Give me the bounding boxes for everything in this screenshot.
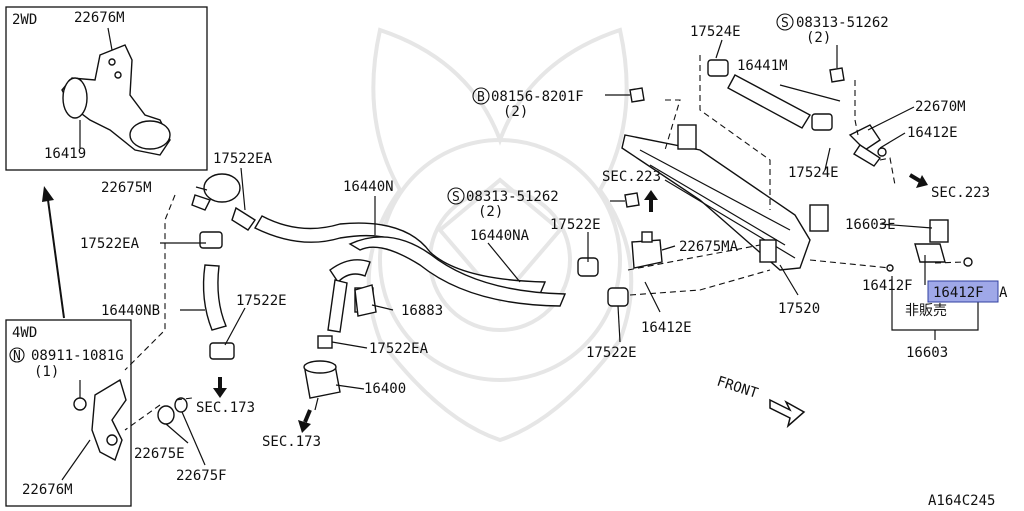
callout-22670m: 22670M: [915, 99, 966, 115]
bolt-type-b-icon: B: [472, 87, 490, 105]
callout-22676m-2wd: 22676M: [74, 10, 125, 26]
callout-08313-top: 08313-51262: [796, 15, 889, 31]
diagram-code: A164C245: [928, 493, 995, 509]
hose-16441m: [707, 59, 833, 131]
callout-17522ea-low: 17522EA: [369, 341, 429, 357]
callout-08313-mid-qty: (2): [478, 204, 503, 220]
callout-16412fa-suffix: A: [999, 285, 1008, 301]
callout-22676m-4wd: 22676M: [22, 482, 73, 498]
callout-16603e: 16603E: [845, 217, 896, 233]
callout-16412e-mid: 16412E: [641, 320, 692, 336]
svg-text:S: S: [452, 190, 460, 205]
highlighted-part-16412fa[interactable]: [927, 280, 999, 303]
inset-4wd-box: 4WD N 08911-1081G (1) 22676M: [5, 319, 132, 507]
callout-16412e-right: 16412E: [907, 125, 958, 141]
callout-16603: 16603: [906, 345, 948, 361]
callout-17524e-mid: 17524E: [788, 165, 839, 181]
direction-arrows: [213, 173, 928, 433]
leader-lines: [124, 39, 979, 466]
front-direction-arrow: FRONT: [715, 374, 806, 429]
fuel-rail-17520: [621, 124, 829, 271]
fuel-hose-16440nb: [199, 231, 235, 360]
bolt-type-s-top-icon: S: [776, 13, 794, 31]
callout-16419: 16419: [44, 146, 86, 162]
callout-17524e-top: 17524E: [690, 24, 741, 40]
callout-08313-top-qty: (2): [806, 30, 831, 46]
callout-sec173-left: SEC.173: [196, 400, 255, 416]
callout-16440na: 16440NA: [470, 228, 530, 244]
callout-17522e-left: 17522E: [236, 293, 287, 309]
callout-16441m: 16441M: [737, 58, 788, 74]
svg-text:B: B: [477, 90, 485, 105]
not-for-sale-label: 非販売: [905, 303, 947, 319]
damper-22675ma: [577, 231, 663, 307]
fittings-22675e-22675f: [157, 397, 188, 425]
callout-sec173-bottom: SEC.173: [262, 434, 321, 450]
callout-sec223-mid: SEC.223: [602, 169, 661, 185]
callout-16440n: 16440N: [343, 179, 394, 195]
callout-22675ma: 22675MA: [679, 239, 739, 255]
damper-22675m: [191, 173, 256, 231]
callout-sec223-right: SEC.223: [931, 185, 990, 201]
callout-22675m: 22675M: [101, 180, 152, 196]
callout-17522e-low: 17522E: [586, 345, 637, 361]
inset-4wd-title: 4WD: [12, 325, 37, 341]
svg-text:N: N: [13, 349, 21, 364]
bolt-type-n-icon: [9, 347, 25, 363]
inset-2wd-box: 2WD 22676M 16419: [5, 6, 208, 171]
callout-16440nb: 16440NB: [101, 303, 160, 319]
front-label: FRONT: [715, 374, 761, 402]
svg-text:S: S: [781, 16, 789, 31]
callout-16400: 16400: [364, 381, 406, 397]
bolts: [624, 67, 845, 208]
fuel-hose-16440n: [254, 215, 567, 333]
callout-22675e: 22675E: [134, 446, 185, 462]
callout-08911-1081g: 08911-1081G: [31, 348, 124, 364]
callout-08313-mid: 08313-51262: [466, 189, 559, 205]
callout-22675f: 22675F: [176, 468, 227, 484]
bracket-4wd-drawing: [73, 378, 127, 462]
callout-17522ea-left: 17522EA: [80, 236, 140, 252]
callout-17522e-mid: 17522E: [550, 217, 601, 233]
callout-17522ea-top: 17522EA: [213, 151, 273, 167]
injector-assembly: [886, 219, 973, 272]
inset-2wd-title: 2WD: [12, 12, 37, 28]
inset-link-arrow: [42, 186, 65, 319]
clamp-16883: [354, 284, 377, 317]
callout-08911-qty: (1): [34, 364, 59, 380]
callout-08156-8201f: 08156-8201F: [491, 89, 584, 105]
callout-17520: 17520: [778, 301, 820, 317]
callout-16412f: 16412F: [862, 278, 913, 294]
callout-16412fa: 16412F: [933, 285, 984, 301]
callout-08156-qty: (2): [503, 104, 528, 120]
bracket-2wd-drawing: [61, 44, 171, 156]
callout-16883: 16883: [401, 303, 443, 319]
callout-labels: 17524E 08313-51262 (2) 16441M 08156-8201…: [80, 15, 1008, 509]
bolt-type-s-mid-icon: S: [447, 187, 465, 205]
